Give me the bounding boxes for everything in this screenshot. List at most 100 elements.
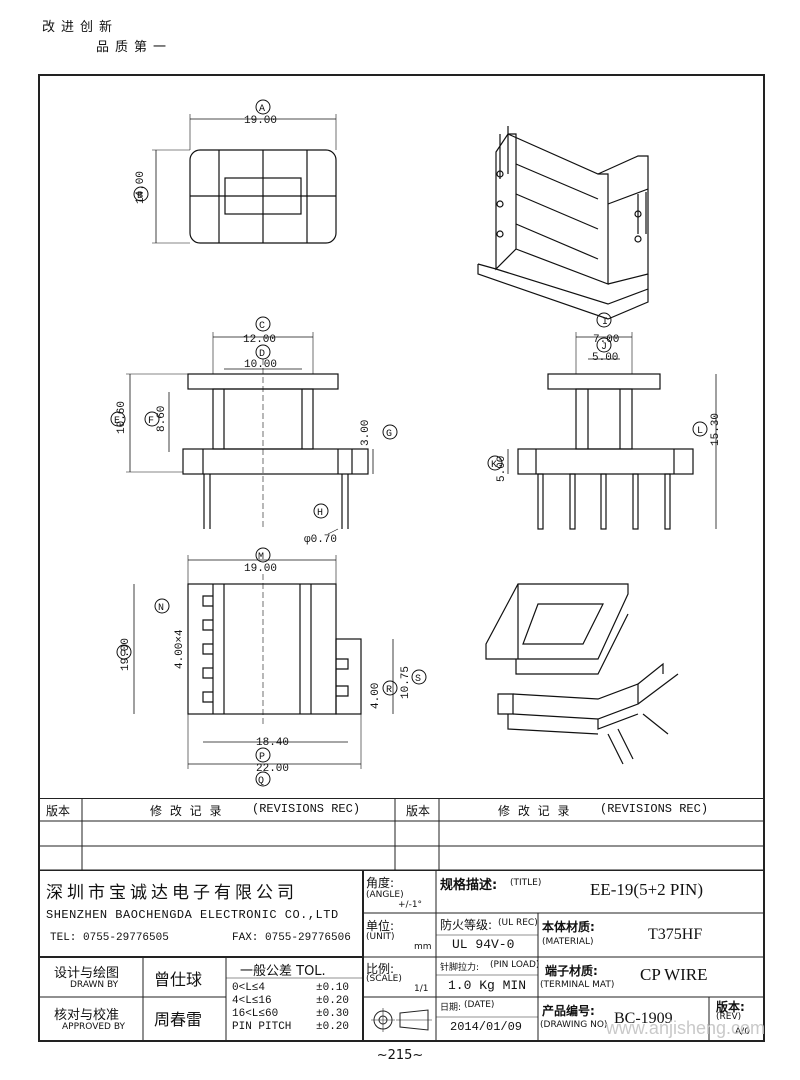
title-label: 规格描述: (440, 878, 498, 893)
dim-j-label: J (601, 342, 607, 353)
technical-drawing: 19.00 14.00 12.00 10.00 10.60 8.60 3.00 … (110, 99, 722, 787)
company-name-cn: 深圳市宝诚达电子有限公司 (46, 883, 298, 902)
slogan-line-1: 改进创新 (42, 20, 119, 35)
flame-label-en: (UL REC) (498, 918, 538, 928)
rec-col-header-cn-2: 修 改 记 录 (498, 804, 572, 818)
scale-label-en: (SCALE) (366, 974, 402, 984)
watermark: www.anjisheng.com (605, 1018, 765, 1038)
page-number: ~215~ (376, 1048, 424, 1063)
tolerance-table: 0<L≤4±0.10 4<L≤16±0.20 16<L≤60±0.30 PIN … (232, 982, 349, 1034)
company-fax: FAX: 0755-29776506 (232, 932, 351, 944)
dim-l-value: 15.30 (710, 413, 722, 446)
unit-value: mm (414, 942, 432, 952)
rev-value: A/0 (735, 1027, 750, 1037)
tolerance-row: 16<L≤60±0.30 (232, 1008, 350, 1020)
dim-o-value: 19.00 (120, 638, 132, 671)
bottom-view (133, 555, 394, 769)
dim-m-value: 19.00 (244, 563, 277, 575)
date-label: 日期: (440, 1003, 462, 1013)
pinload-label-en: (PIN LOAD) (490, 960, 540, 970)
date-value: 2014/01/09 (450, 1020, 523, 1034)
rev-label: 版本: (716, 1000, 745, 1014)
title-block-grid (38, 870, 765, 1042)
pinload-label: 针脚拉力: (440, 963, 480, 973)
dim-d-label: D (259, 349, 265, 360)
approved-by-label: 核对与校准 (54, 1008, 120, 1023)
material-label: 本体材质: (542, 920, 595, 934)
dim-i-label: I (602, 317, 608, 328)
drawn-by-label: 设计与绘图 (54, 966, 120, 981)
tolerance-row: PIN PITCH±0.20 (232, 1021, 350, 1033)
angle-value: +/-1° (398, 900, 423, 910)
rec-col-header-en-2: (REVISIONS REC) (600, 802, 709, 816)
front-view (126, 332, 374, 535)
slogan-line-2: 品质第一 (96, 40, 173, 55)
dim-s-label: S (415, 674, 421, 685)
dim-g-value: 3.00 (360, 420, 372, 446)
dim-j-value: 5.00 (592, 352, 618, 364)
iso-view-2 (485, 583, 679, 765)
approved-by-value: 周春雷 (154, 1010, 203, 1029)
dim-q-value: 22.00 (256, 763, 289, 775)
drawn-by-label-en: DRAWN BY (70, 980, 119, 990)
iso-view-1 (477, 126, 649, 320)
terminal-value: CP WIRE (640, 965, 708, 984)
drawing-no-label-en: (DRAWING NO) (540, 1020, 608, 1030)
top-view (152, 114, 337, 244)
unit-label: 单位: (366, 919, 395, 933)
material-label-en: (MATERIAL) (542, 937, 594, 947)
approved-by-label-en: APPROVED BY (62, 1022, 126, 1032)
date-label-en: (DATE) (464, 1000, 495, 1010)
dim-d-value: 10.00 (244, 359, 277, 371)
dim-n-value: 4.00×4 (174, 629, 186, 669)
dim-m-label: M (258, 552, 264, 563)
dim-a-label: A (259, 104, 265, 115)
side-view (507, 332, 717, 530)
drawing-no-label: 产品编号: (542, 1004, 595, 1018)
rev-col-header-1: 版本 (46, 804, 71, 818)
dim-n-label: N (158, 603, 164, 614)
dim-r-value: 4.00 (370, 683, 382, 709)
tolerance-row: 4<L≤16±0.20 (232, 995, 350, 1007)
tolerance-title: 一般公差 TOL. (240, 964, 326, 979)
pinload-value: 1.0 Kg MIN (448, 978, 527, 993)
dim-f-value: 8.60 (156, 406, 168, 432)
company-name-en: SHENZHEN BAOCHENGDA ELECTRONIC CO.,LTD (46, 908, 339, 922)
dim-p-value: 18.40 (256, 737, 289, 749)
angle-label: 角度: (366, 876, 395, 890)
dim-o-label: O (120, 649, 126, 660)
tolerance-row: 0<L≤4±0.10 (232, 982, 350, 994)
rev-label-en: (REV) (716, 1012, 742, 1022)
drawing-frame (38, 74, 765, 1042)
rev-col-header-2: 版本 (406, 804, 431, 818)
angle-label-en: (ANGLE) (366, 890, 404, 900)
flame-label: 防火等级: (440, 918, 493, 932)
dim-q-label: Q (258, 776, 264, 787)
title-value: EE-19(5+2 PIN) (590, 880, 703, 899)
dim-s-value: 10.75 (400, 666, 412, 699)
drawn-by-value: 曾仕球 (154, 970, 203, 989)
dim-b-label: B (137, 191, 143, 202)
terminal-label: 端子材质: (545, 964, 598, 978)
rec-col-header-en-1: (REVISIONS REC) (252, 802, 361, 816)
dim-i-value: 7.00 (593, 334, 619, 346)
dim-r-label: R (386, 685, 392, 696)
scale-value: 1/1 (414, 984, 429, 994)
dim-h-value: φ0.70 (304, 534, 337, 546)
dim-l-label: L (697, 426, 703, 437)
dim-f-label: F (148, 416, 154, 427)
drawing-no-value: BC-1909 (614, 1010, 673, 1027)
company-tel: TEL: 0755-29776505 (50, 932, 169, 944)
dim-p-label: P (259, 752, 265, 763)
scale-label: 比例: (366, 962, 395, 976)
terminal-label-en: (TERMINAL MAT) (540, 980, 615, 990)
dim-k-label: K (491, 460, 497, 471)
unit-label-en: (UNIT) (366, 932, 395, 942)
dim-h-label: H (317, 508, 323, 519)
dim-c-value: 12.00 (243, 334, 276, 346)
material-value: T375HF (648, 926, 703, 943)
title-label-en: (TITLE) (510, 878, 542, 888)
dim-c-label: C (259, 321, 265, 332)
flame-value: UL 94V-0 (452, 937, 515, 952)
dim-g-label: G (386, 429, 392, 440)
